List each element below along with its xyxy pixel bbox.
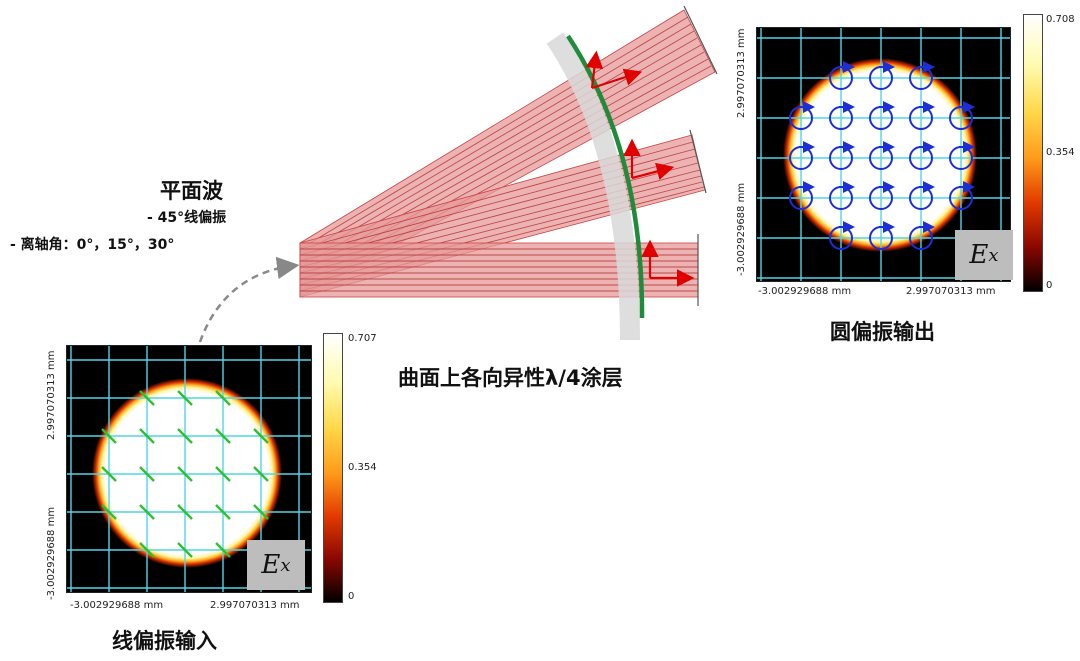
output-cb-max: 0.708 <box>1046 14 1075 25</box>
input-badge-symbol: E <box>261 550 281 580</box>
output-x-min-label: -3.002929688 mm <box>758 286 852 297</box>
output-cb-min: 0 <box>1046 280 1053 291</box>
input-caption: 线偏振输入 <box>112 629 217 653</box>
output-x-max-label: 2.997070313 mm <box>906 286 996 297</box>
polarization-note: - 45°线偏振 <box>147 210 227 226</box>
input-x-min-label: -3.002929688 mm <box>70 600 164 611</box>
input-colorbar <box>323 333 343 603</box>
input-y-min-label: -3.002929688 mm <box>46 506 57 600</box>
input-cb-max: 0.707 <box>348 333 377 344</box>
linear-polarization-markers <box>101 390 269 558</box>
circular-direction-arrows <box>799 61 975 233</box>
off-axis-angle-note: - 离轴角：0°，15°，30° <box>10 237 175 253</box>
input-field-svg <box>67 346 311 592</box>
input-flow-arrow <box>198 256 300 343</box>
input-badge-subscript: x <box>280 554 291 576</box>
input-beam-spot <box>92 378 282 568</box>
output-y-max-label: 2.997070313 mm <box>736 28 747 118</box>
input-y-max-label: 2.997070313 mm <box>46 350 57 440</box>
polarization-arrows <box>585 50 695 287</box>
curved-substrate <box>546 32 640 341</box>
input-cb-mid: 0.354 <box>348 462 377 473</box>
output-badge-subscript: x <box>988 244 999 266</box>
output-colorbar <box>1023 14 1043 292</box>
beam-30deg-endcap <box>683 5 718 75</box>
coating-label: 曲面上各向异性λ/4涂层 <box>398 366 623 390</box>
input-x-max-label: 2.997070313 mm <box>210 600 300 611</box>
beam-15deg-endcap <box>689 129 707 194</box>
plane-wave-title: 平面波 <box>160 179 223 203</box>
output-badge-symbol: E <box>969 240 989 270</box>
output-cb-mid: 0.354 <box>1046 147 1075 158</box>
output-y-min-label: -3.002929688 mm <box>736 182 747 276</box>
input-cb-min: 0 <box>348 591 355 602</box>
output-caption: 圆偏振输出 <box>830 320 935 344</box>
